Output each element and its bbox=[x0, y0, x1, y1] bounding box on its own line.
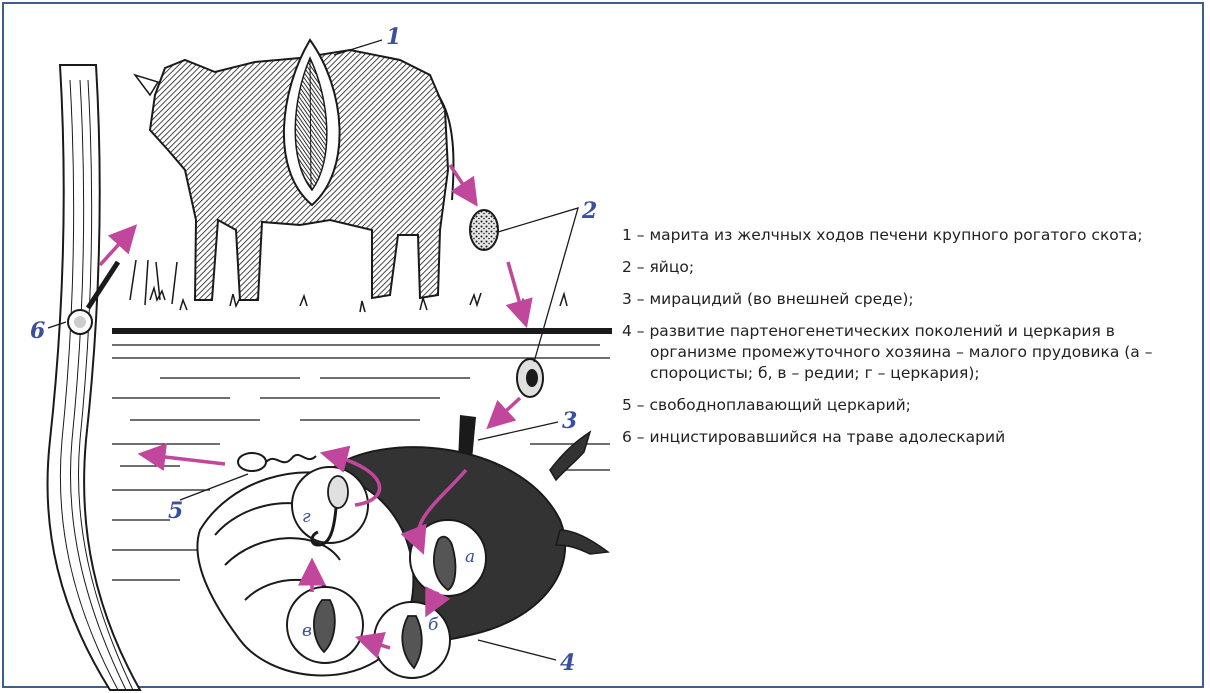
inset-label-g: г bbox=[302, 507, 311, 527]
callout-5: 5 bbox=[168, 498, 183, 524]
arrow-egg-to-water bbox=[508, 262, 524, 318]
arrow-to-grass bbox=[100, 232, 130, 265]
legend-item-3: 3 – мирацидий (во внешней среде); bbox=[622, 289, 1182, 310]
callout-4: 4 bbox=[560, 650, 575, 676]
fluke-life-cycle-illustration: 1 2 3 4 5 6 г а в б bbox=[0, 0, 640, 693]
inset-label-b: б bbox=[428, 615, 439, 635]
inset-redia-v bbox=[287, 587, 363, 663]
callout-3: 3 bbox=[562, 408, 577, 434]
callout-2: 2 bbox=[581, 198, 597, 224]
legend-item-5: 5 – свободноплавающий церкарий; bbox=[622, 395, 1182, 416]
adolescaria bbox=[68, 310, 92, 334]
inset-label-a: а bbox=[465, 547, 475, 567]
callout-6: 6 bbox=[30, 318, 45, 344]
egg-in-water bbox=[517, 359, 543, 397]
inset-redia-b bbox=[374, 602, 450, 678]
inset-label-v: в bbox=[302, 621, 312, 641]
legend-item-6: 6 – инцистировавшийся на траве адолескар… bbox=[622, 427, 1182, 448]
egg-on-land bbox=[470, 210, 498, 250]
free-cercaria bbox=[238, 453, 316, 471]
grass-stalk bbox=[48, 65, 141, 690]
ground-line bbox=[112, 260, 612, 334]
legend-list: 1 – марита из желчных ходов печени крупн… bbox=[622, 225, 1182, 459]
legend-item-4: 4 – развитие партеногенетических поколен… bbox=[622, 321, 1182, 384]
legend-item-2: 2 – яйцо; bbox=[622, 257, 1182, 278]
callout-1: 1 bbox=[386, 24, 401, 50]
legend-item-1: 1 – марита из желчных ходов печени крупн… bbox=[622, 225, 1182, 246]
arrow-egg-to-miracidium bbox=[494, 398, 520, 422]
arrow-cercaria-swim-left bbox=[148, 455, 225, 464]
